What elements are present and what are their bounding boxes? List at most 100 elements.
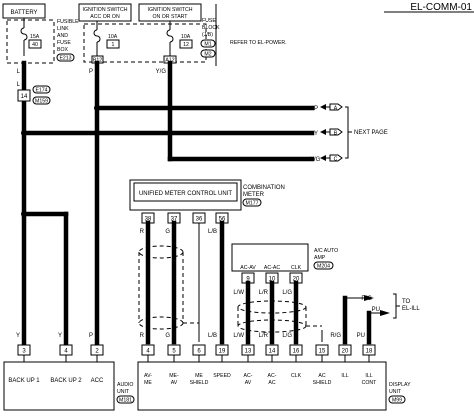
svg-text:C: C bbox=[334, 157, 338, 163]
svg-text:B12: B12 bbox=[93, 58, 102, 64]
fuse-40-amp: 15A bbox=[30, 34, 40, 40]
audio-unit-pins: 3 4 2 bbox=[17, 344, 104, 362]
display-pin-name-bottom: AV bbox=[245, 380, 252, 386]
display-unit-box bbox=[137, 361, 387, 411]
wire-y-branch bbox=[21, 130, 315, 136]
connector-ref-m2: M2 bbox=[204, 52, 211, 58]
svg-text:A: A bbox=[334, 106, 338, 112]
fuse-block-label: FUSE BLOCK (J/B) M1 M2 bbox=[200, 18, 220, 58]
svg-text:56: 56 bbox=[219, 217, 226, 223]
ignition-on-line2: ON OR START bbox=[153, 14, 189, 20]
display-pin-number: 4 bbox=[146, 349, 150, 355]
display-unit-label-1: DISPLAY bbox=[389, 382, 411, 388]
wire-color-lw-top: L/W bbox=[233, 290, 244, 296]
wire-color-lr-bottom: L/R bbox=[259, 333, 269, 339]
next-page-c: Y/G C bbox=[310, 154, 343, 163]
svg-text:14: 14 bbox=[21, 94, 28, 100]
display-pin-number: 16 bbox=[293, 349, 300, 355]
ill-wires bbox=[342, 295, 390, 345]
combination-meter-label-2: METER bbox=[243, 192, 265, 198]
ac-amp-pin-clk: CLK bbox=[291, 265, 302, 271]
wire-color-g: G bbox=[165, 229, 170, 235]
svg-text:BOX: BOX bbox=[57, 47, 68, 53]
splice-dot bbox=[21, 211, 27, 217]
ac-shield bbox=[237, 300, 322, 333]
svg-text:37: 37 bbox=[171, 217, 178, 223]
wire-color-lg-bottom: L/G bbox=[282, 333, 292, 339]
ac-amp-label-2: AMP bbox=[314, 255, 326, 261]
connector-14 bbox=[17, 89, 31, 102]
next-page-a: P A bbox=[314, 103, 343, 112]
svg-text:FUSE: FUSE bbox=[202, 18, 216, 24]
svg-text:Y/G: Y/G bbox=[310, 157, 321, 163]
display-pin-name-bottom: SHIELD bbox=[313, 380, 332, 386]
svg-text:38: 38 bbox=[145, 217, 152, 223]
display-pin-name-top: CLK bbox=[291, 373, 302, 379]
connector-ref-m204: M204 bbox=[317, 264, 330, 270]
fuse-12-number: 12 bbox=[183, 42, 189, 48]
next-page-bracket bbox=[345, 106, 352, 159]
unified-meter-label: UNIFIED METER CONTROL UNIT bbox=[139, 191, 232, 197]
fuse-40-number: 40 bbox=[32, 42, 38, 48]
audio-pin-back-up-1: BACK UP 1 bbox=[8, 378, 40, 384]
svg-text:(J/B): (J/B) bbox=[202, 32, 213, 38]
ignition-on-box: IGNITION SWITCH ON OR START bbox=[138, 3, 202, 22]
svg-text:A12: A12 bbox=[165, 58, 174, 64]
svg-text:10: 10 bbox=[269, 277, 276, 283]
connector-ref-m181: M181 bbox=[119, 398, 132, 404]
wire-yg bbox=[167, 60, 315, 162]
display-pin-name-top: ME- bbox=[169, 373, 179, 379]
display-pin-number: 18 bbox=[366, 349, 373, 355]
audio-unit-label-1: AUDIO bbox=[117, 382, 133, 388]
battery-label: BATTERY bbox=[10, 10, 37, 16]
display-pin-number: 13 bbox=[245, 349, 252, 355]
display-pin-name-top: AC- bbox=[268, 373, 277, 379]
display-pin-number: 15 bbox=[319, 349, 326, 355]
ac-auto-amp-box bbox=[231, 243, 309, 272]
combination-meter-label-1: COMBINATION bbox=[243, 185, 285, 191]
wire-color-y-1: Y bbox=[16, 333, 20, 339]
audio-pin-back-up-2: BACK UP 2 bbox=[50, 378, 82, 384]
display-pin-name-top: AV- bbox=[144, 373, 152, 379]
display-pin-number: 6 bbox=[197, 349, 201, 355]
fuse-12: 10A 12 bbox=[166, 21, 193, 58]
svg-text:2: 2 bbox=[95, 349, 99, 355]
display-pin-name-top: SPEED bbox=[213, 373, 231, 379]
ignition-acc-line1: IGNITION SWITCH bbox=[83, 7, 128, 13]
svg-text:LINK: LINK bbox=[57, 26, 69, 32]
meter-shield bbox=[138, 245, 199, 330]
display-pin-name-bottom: AV bbox=[171, 380, 178, 386]
to-ill-bracket bbox=[393, 293, 400, 319]
display-unit-pins: 4AV-ME5ME-AV6MESHIELD19SPEED13AC-AV14AC-… bbox=[141, 344, 377, 386]
fusible-link-label: FUSIBLE LINK AND FUSE BOX E213 bbox=[56, 19, 79, 62]
display-pin-name-bottom: AC bbox=[268, 380, 275, 386]
refer-note: REFER TO EL-POWER. bbox=[230, 40, 287, 46]
wire-color-lb-bottom: L/B bbox=[208, 333, 217, 339]
wire-color-lr-top: L/R bbox=[259, 290, 269, 296]
display-pin-name-top: ME bbox=[195, 373, 203, 379]
wire-color-r: R bbox=[140, 229, 145, 235]
audio-unit-box bbox=[3, 361, 115, 411]
wire-color-l-top: L bbox=[17, 69, 21, 75]
display-pin-number: 14 bbox=[269, 349, 276, 355]
display-pin-number: 19 bbox=[219, 349, 226, 355]
wire-l bbox=[21, 60, 69, 348]
audio-pin-acc: ACC bbox=[91, 378, 104, 384]
svg-text:Y: Y bbox=[314, 131, 318, 137]
connector-ref-m177: M177 bbox=[246, 201, 259, 207]
fuse-12-amp: 10A bbox=[181, 34, 191, 40]
ac-amp-label-1: A/C AUTO bbox=[314, 248, 338, 254]
connector-ref-e213: E213 bbox=[59, 56, 71, 62]
display-pin-number: 20 bbox=[342, 349, 349, 355]
svg-text:9: 9 bbox=[246, 277, 250, 283]
display-pin-number: 5 bbox=[172, 349, 176, 355]
wire-color-y-2: Y bbox=[58, 333, 62, 339]
wire-color-p-bottom: P bbox=[89, 333, 93, 339]
wire-color-pu-bottom: PU bbox=[357, 333, 365, 339]
svg-text:P: P bbox=[314, 106, 318, 112]
wire-color-l-mid: L bbox=[17, 82, 21, 88]
display-pin-name-top: AC bbox=[318, 373, 325, 379]
battery-box: BATTERY bbox=[2, 3, 46, 19]
page-title: EL-COMM-01 bbox=[410, 2, 472, 13]
display-pin-name-bottom: SHIELD bbox=[190, 380, 209, 386]
